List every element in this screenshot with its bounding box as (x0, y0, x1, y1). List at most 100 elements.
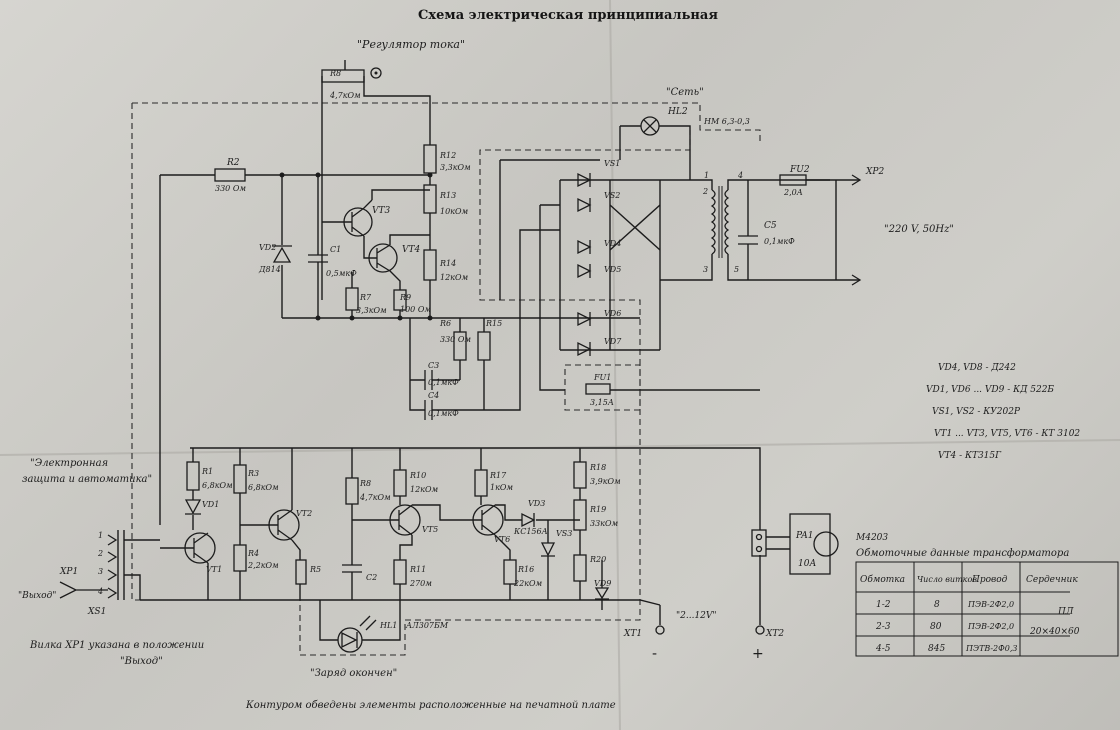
label-c3-value: 0,1мкФ (428, 378, 459, 387)
transistor-vt5 (398, 504, 413, 536)
label-contour-note: Контуром обведены элементы расположенные… (245, 700, 616, 711)
wire (660, 179, 713, 281)
wire (495, 504, 580, 521)
label-hl2: HL2 (667, 107, 688, 117)
table-cell: ПЭВ-2Ф2,0 (967, 622, 1014, 631)
diode-vd5 (577, 263, 592, 279)
table-cell: ПЛ (1057, 607, 1074, 617)
wire (412, 504, 511, 560)
label-vt5: VT5 (422, 525, 438, 534)
table-cell: 2-3 (875, 622, 891, 632)
resistor-r4 (233, 544, 247, 572)
pcb-contour (131, 103, 691, 656)
label-vd6: VD6 (604, 309, 621, 318)
capacitor-c5 (738, 235, 758, 245)
label-c5-value: 0,1мкФ (764, 237, 795, 246)
label-c1: C1 (330, 245, 341, 254)
transistor-vt2 (277, 509, 293, 541)
label-minus: - (652, 646, 657, 662)
label-pin1: 1 (98, 531, 103, 540)
table-header: Провод (971, 575, 1008, 585)
label-tv1-pin3: 3 (703, 265, 708, 274)
wire (389, 234, 430, 245)
resistor-r10 (393, 469, 407, 497)
label-r3: R3 (247, 469, 259, 478)
label-hl2-type: НМ 6,3-0,3 (703, 117, 750, 126)
label-pin3: 3 (98, 567, 103, 576)
label-r8-lower-value: 4,7кОм (359, 493, 391, 502)
label-vd4: VD4 (604, 239, 621, 248)
table-cell: 1-2 (876, 600, 891, 610)
label-vd2-type: Д814 (258, 265, 281, 274)
label-r15: R15 (485, 319, 502, 328)
transformer-core (718, 186, 723, 258)
label-r10-value: 12кОм (410, 485, 439, 494)
label-plus: + (752, 646, 764, 662)
label-pa1-value: 10А (798, 559, 816, 569)
table-cell: ПЭВ-2Ф2,0 (967, 600, 1014, 609)
capacitor-c4 (424, 400, 433, 420)
junction (397, 315, 403, 321)
label-hl1-type: АЛ307БМ (405, 621, 449, 630)
transformer-primary (710, 189, 716, 255)
resistor-r12 (423, 144, 437, 174)
label-r12-value: 3,3кОм (440, 163, 471, 172)
capacitor-c3 (424, 370, 433, 390)
lamp-hl2 (643, 119, 657, 133)
wire (727, 179, 830, 281)
junction (427, 315, 433, 321)
label-r18: R18 (589, 463, 606, 472)
ammeter-socket (755, 533, 763, 541)
junction (427, 172, 433, 178)
label-r17-value: 1кОм (490, 483, 513, 492)
table-cell: 4-5 (875, 644, 891, 654)
label-current-regulator: "Регулятор тока" (357, 38, 465, 51)
table-cell: 80 (930, 622, 942, 632)
label-vd2: VD2 (259, 243, 276, 252)
label-r8-lower: R8 (359, 479, 371, 488)
label-vt2: VT2 (296, 509, 312, 518)
label-vd3-type: КС156А (513, 527, 548, 536)
table-cell: 8 (934, 600, 940, 610)
label-vd3: VD3 (528, 499, 545, 508)
label-r14-value: 12кОм (440, 273, 469, 282)
diode-vd4 (577, 239, 592, 255)
label-output-voltage: "2...12V" (676, 611, 717, 621)
label-plug-note-line2: "Выход" (120, 656, 163, 667)
label-fu1: FU1 (593, 373, 611, 382)
label-pa1: PA1 (795, 531, 813, 541)
label-r18-value: 3,9кОм (590, 477, 621, 486)
label-vd7: VD7 (604, 337, 622, 346)
fuse-contour (564, 364, 641, 411)
table-cell: 845 (928, 644, 945, 654)
wire (766, 536, 790, 550)
label-r9-value: 100 Ом (400, 305, 431, 314)
wire (560, 179, 661, 351)
label-r6-value: 330 Ом (440, 335, 471, 344)
connector-xp1 (107, 534, 118, 599)
transformer-secondary (724, 189, 730, 255)
diagram-title: Схема электрическая принципиальная (418, 8, 718, 23)
label-c4: C4 (428, 391, 439, 400)
resistor-r1 (186, 461, 200, 491)
label-r11-value: 270м (409, 579, 432, 588)
resistor-r19 (573, 499, 587, 531)
label-r7-value: 3,3кОм (356, 306, 387, 315)
wire (319, 600, 401, 641)
wire (409, 318, 460, 381)
knob-icon (370, 67, 382, 79)
label-vd9: VD9 (594, 579, 611, 588)
label-r7: R7 (359, 293, 372, 302)
capacitor-c2 (342, 564, 362, 573)
label-r16-value: 22кОм (513, 579, 543, 588)
legend-line: VS1, VS2 - КУ202Р (932, 407, 1021, 417)
label-xt1: XT1 (623, 629, 642, 639)
transistor-vt4 (376, 244, 391, 272)
diode-vd7 (577, 341, 592, 357)
table-cell: ПЭТВ-2Ф0,3 (965, 644, 1017, 653)
label-r5: R5 (309, 565, 321, 574)
label-r3-value: 6,8кОм (248, 483, 279, 492)
label-xp2: XP2 (865, 167, 884, 177)
label-vd1: VD1 (202, 500, 219, 509)
